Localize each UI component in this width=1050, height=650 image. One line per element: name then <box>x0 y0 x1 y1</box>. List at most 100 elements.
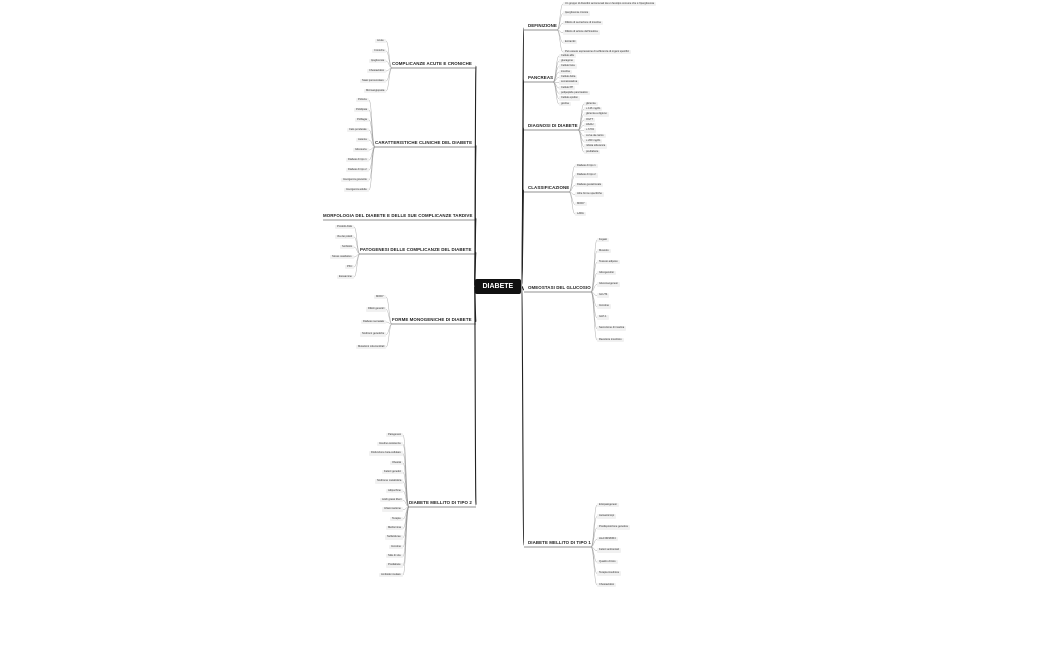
connector <box>385 67 393 72</box>
leaf-left-4-1: Difetti genetici <box>366 307 387 312</box>
leaf-right-0-2: Difetto di secrezione di insulina <box>563 20 603 26</box>
leaf-left-3-1: Via dei polioli <box>335 234 355 240</box>
leaf-left-5-5: Sindrome metabolica <box>375 479 404 484</box>
connector <box>556 13 564 31</box>
leaf-right-4-2: Tessuto adiposo <box>597 259 620 265</box>
branch-right-1: PANCREAS <box>528 75 554 80</box>
connector <box>368 119 376 148</box>
connector <box>368 139 376 148</box>
leaf-right-2-0: glicemia <box>584 101 598 107</box>
leaf-right-5-5: Quadro clinico <box>597 559 618 565</box>
connector <box>402 444 410 508</box>
leaf-right-5-0: Eziopatogenesi <box>597 502 619 508</box>
leaf-right-1-0: Cellule alfa <box>559 53 576 59</box>
leaf-right-4-9: Recettore insulinico <box>597 337 624 343</box>
leaf-left-5-1: Insulino-resistenza <box>377 441 403 447</box>
connector <box>385 323 393 335</box>
leaf-left-4-0: MODY <box>374 294 386 300</box>
connector <box>402 506 410 576</box>
branch-right-2: DIAGNOSI DI DIABETE <box>528 123 578 128</box>
connector <box>590 546 598 551</box>
leaf-right-5-1: Autoanticorpi <box>597 513 617 519</box>
connector <box>385 321 393 325</box>
branch-right-3: CLASSIFICAZIONE <box>528 185 570 190</box>
branch-right-0: DEFINIZIONE <box>528 23 557 28</box>
leaf-left-5-2: Disfunzione beta-cellulare <box>369 451 403 456</box>
leaf-left-0-1: Croniche <box>372 48 387 54</box>
leaf-right-5-7: Chetoacidosi <box>597 582 616 588</box>
leaf-right-2-4: HbA1c <box>584 122 596 128</box>
leaf-right-0-3: Difetto di azione dell'insulina <box>563 30 600 35</box>
central-topic: DIABETE <box>474 278 522 294</box>
connector <box>590 291 598 341</box>
branch-left-0: COMPLICANZE ACUTE E CRONICHE <box>392 61 472 66</box>
connector <box>353 253 361 278</box>
connector <box>385 40 393 69</box>
connector <box>590 291 598 296</box>
connector <box>556 29 564 53</box>
leaf-left-0-3: Chetoacidosi <box>367 68 386 74</box>
leaf-right-0-5: Può essere espressione di sofferenza di … <box>563 49 631 55</box>
leaf-right-0-1: Iperglicemia cronica <box>563 11 591 16</box>
leaf-left-5-13: Stile di vita <box>386 553 403 559</box>
leaf-right-3-3: Altre forme specifiche <box>575 192 604 197</box>
leaf-right-1-9: grelina <box>559 101 571 107</box>
connector <box>590 291 598 330</box>
connector <box>385 309 393 325</box>
leaf-left-3-0: Prodotti AGE <box>335 224 354 230</box>
connector <box>402 462 410 508</box>
leaf-right-2-1: ≥ 126 mg/dL <box>584 106 603 112</box>
leaf-right-4-7: GLP-1 <box>597 315 609 320</box>
connector <box>402 481 410 508</box>
leaf-left-5-15: Amiloide insulare <box>379 572 403 578</box>
leaf-left-5-6: Adipochine <box>386 488 403 494</box>
leaf-left-3-5: Esosamine <box>337 274 354 280</box>
connector <box>402 453 410 508</box>
leaf-left-1-6: Diabete di tipo 1 <box>346 157 369 163</box>
connector <box>577 129 585 153</box>
leaf-left-1-3: Calo ponderale <box>347 127 369 133</box>
connector <box>385 60 393 69</box>
leaf-left-5-4: Fattori genetici <box>382 469 404 475</box>
leaf-right-1-8: Cellule epsilon <box>559 96 580 101</box>
branch-left-3: PATOGENESI DELLE COMPLICANZE DEL DIABETE <box>360 247 472 252</box>
connector <box>590 250 598 293</box>
connector <box>385 50 393 69</box>
leaf-left-4-3: Sindromi genetiche <box>360 332 387 337</box>
leaf-left-1-7: Diabete di tipo 2 <box>346 167 369 173</box>
leaf-left-4-4: Mutazioni mitocondriali <box>356 344 387 350</box>
connector <box>556 3 564 31</box>
leaf-right-5-6: Terapia insulinica <box>597 571 621 576</box>
leaf-right-2-7: ≥ 200 mg/dL <box>584 138 603 144</box>
connector <box>368 109 376 148</box>
leaf-left-3-2: Sorbitolo <box>340 244 355 250</box>
leaf-right-3-5: LADA <box>575 211 586 217</box>
connector <box>590 262 598 293</box>
leaf-left-5-7: Acidi grassi liberi <box>380 497 404 503</box>
connector <box>590 273 598 293</box>
connector <box>385 323 393 348</box>
leaf-left-5-9: Terapia <box>390 516 403 522</box>
leaf-left-5-11: Sulfaniluree <box>385 535 403 540</box>
leaf-right-2-8: ridotta tolleranza <box>584 144 608 149</box>
connector <box>590 284 598 293</box>
leaf-left-1-5: Glicosuria <box>353 147 369 153</box>
leaf-left-0-0: Acute <box>375 38 386 44</box>
leaf-right-4-4: Gluconeogenesi <box>597 281 620 287</box>
connector <box>556 23 564 31</box>
leaf-left-1-8: Insorgenza giovanile <box>341 177 369 183</box>
leaf-right-3-2: Diabete gestazionale <box>575 182 604 188</box>
leaf-left-0-4: Stato iperosmolare <box>360 78 386 84</box>
branch-left-4: FORME MONOGENICHE DI DIABETE <box>392 317 472 322</box>
connector <box>590 239 598 293</box>
leaf-left-0-2: Ipoglicemia <box>369 58 387 64</box>
leaf-left-5-10: Metformina <box>386 525 403 531</box>
connector <box>353 226 361 255</box>
connector <box>402 490 410 508</box>
leaf-right-0-0: Un gruppo di disordini accomunati da un … <box>563 1 657 7</box>
leaf-left-1-2: Polifagia <box>355 117 369 123</box>
leaf-right-4-1: Muscolo <box>597 248 611 254</box>
connector <box>590 516 598 548</box>
